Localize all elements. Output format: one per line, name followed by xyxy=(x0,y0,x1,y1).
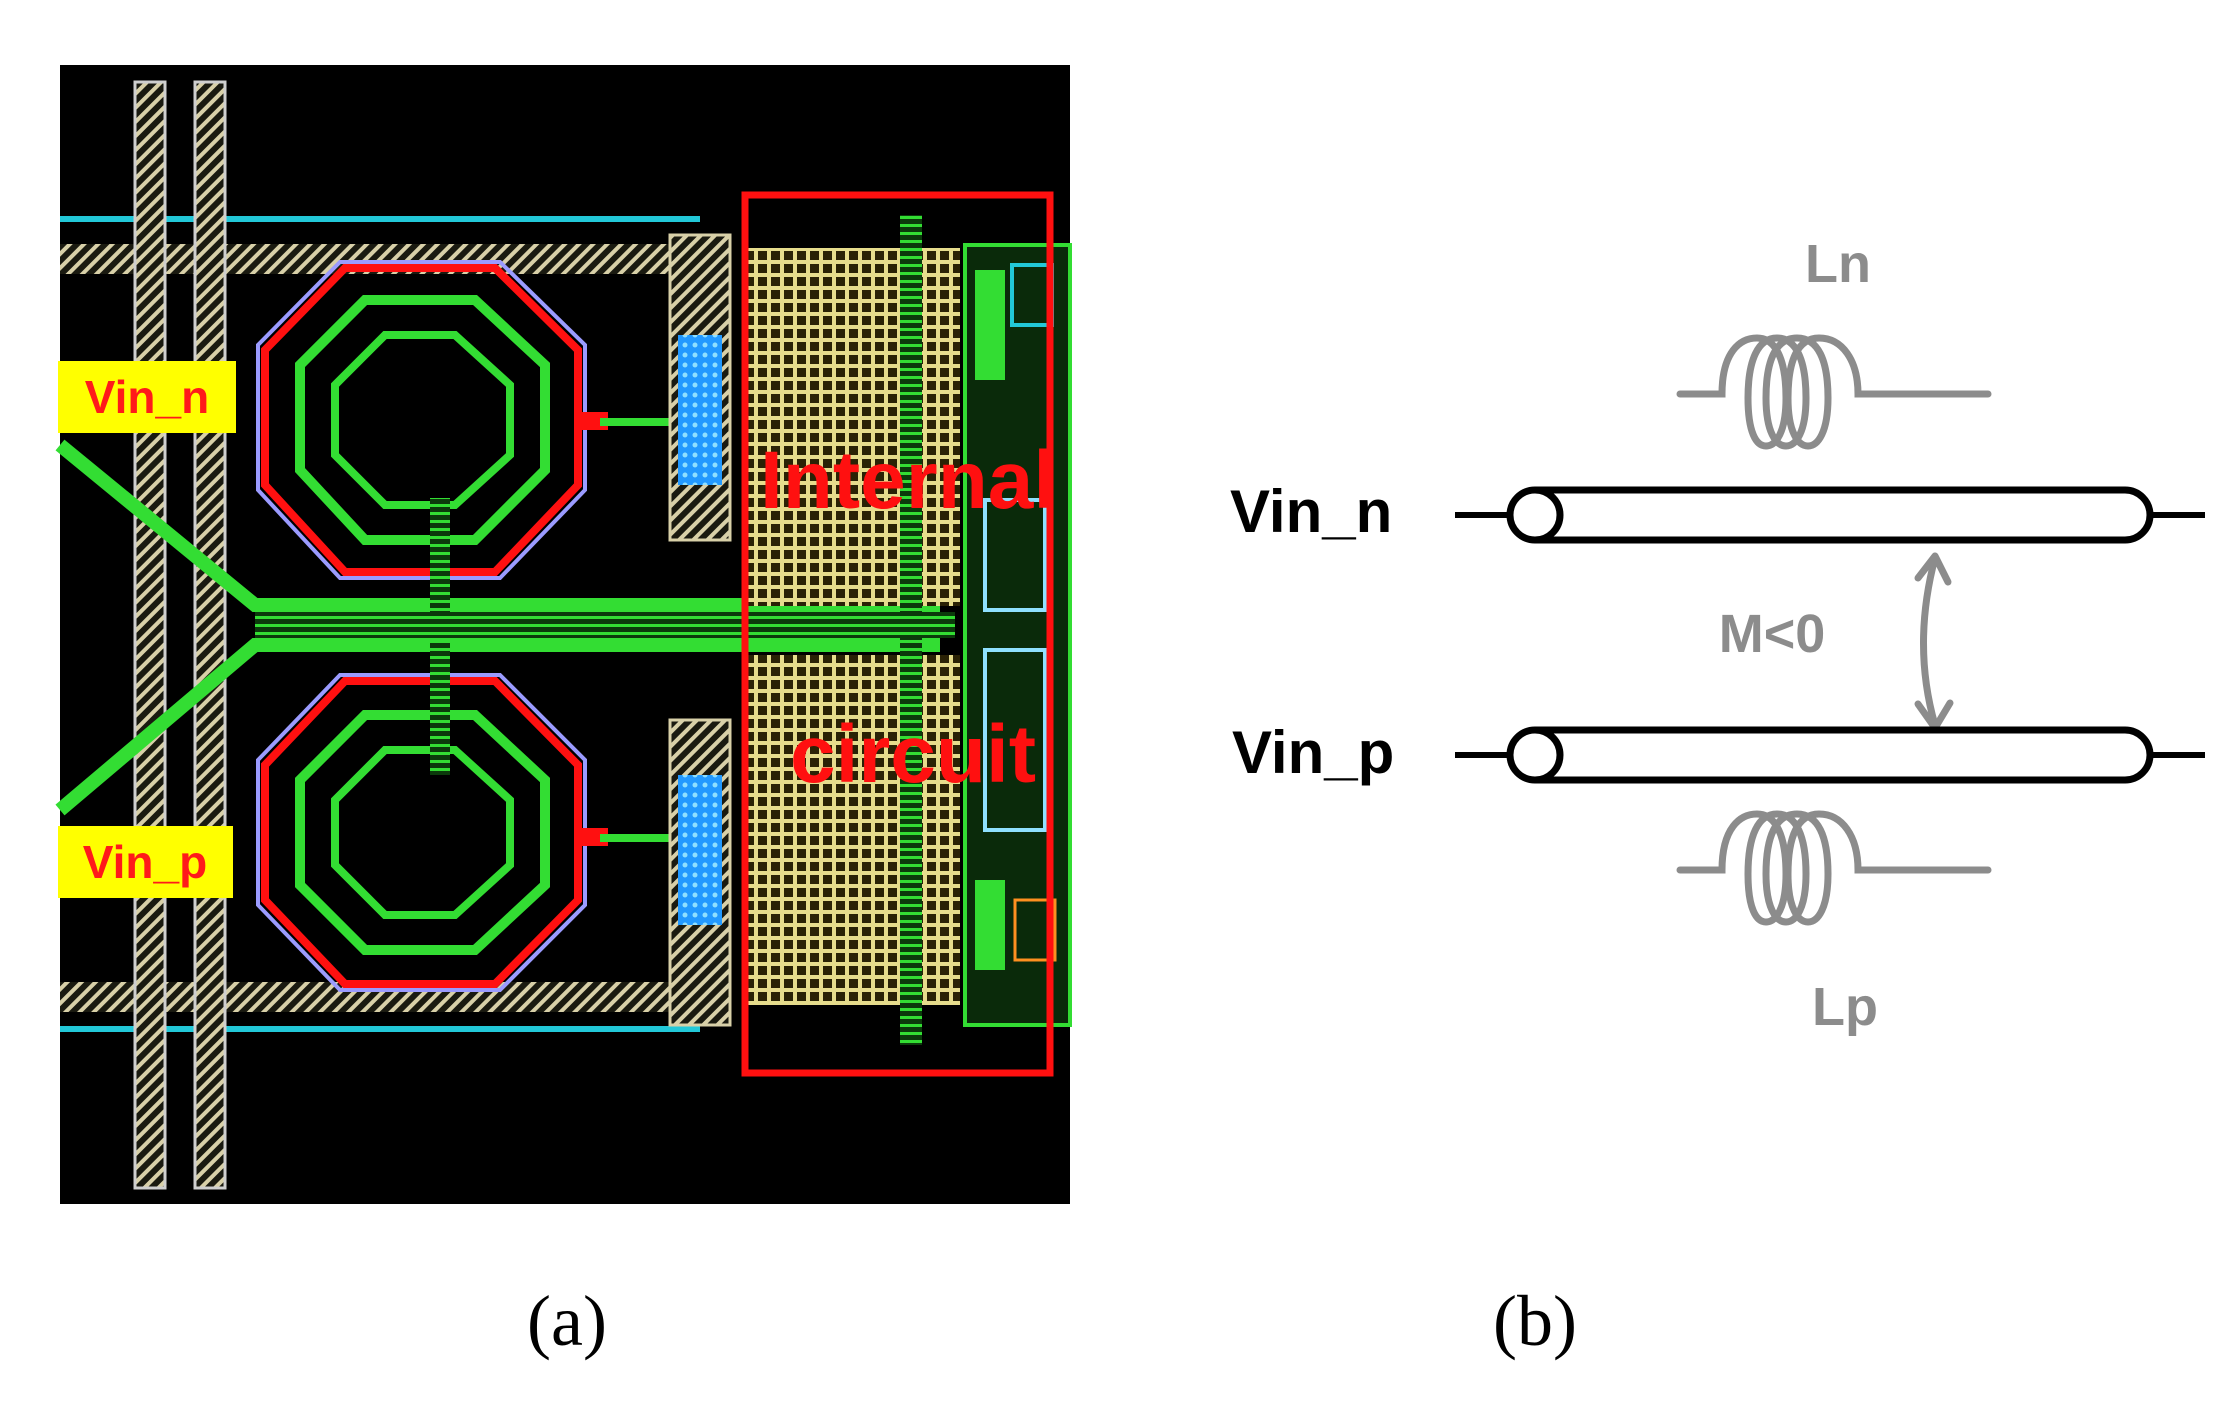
pad-vin-p xyxy=(58,826,233,898)
inductor-lp-label: Lp xyxy=(1812,977,1878,1037)
inductor-ln-label: Ln xyxy=(1805,234,1871,294)
top-bus-cyan xyxy=(60,216,700,222)
pad-vin-n xyxy=(58,361,236,433)
transmission-line-bottom xyxy=(1455,726,2205,784)
transmission-line-top xyxy=(1455,486,2205,544)
vertical-rail-2 xyxy=(193,80,227,1190)
feed-line-top xyxy=(55,439,940,612)
caption-a: (a) xyxy=(527,1281,607,1361)
inductor-top-layout xyxy=(256,260,608,638)
feed-line-bottom xyxy=(55,638,940,816)
mesh-bottom xyxy=(745,655,960,1005)
internal-circuit-boundary xyxy=(741,191,1054,1077)
pad-vin-p-label: Vin_p xyxy=(83,836,207,888)
mutual-inductance-label: M<0 xyxy=(1719,604,1826,664)
caption-b: (b) xyxy=(1493,1281,1577,1361)
bond-finger-top xyxy=(678,335,722,485)
mesh-top xyxy=(745,248,960,606)
bottom-bus-cyan xyxy=(60,1026,700,1032)
block-label-internal: Internal xyxy=(760,435,1056,526)
layout-panel: Vin_n Vin_p Internal circuit xyxy=(55,65,1072,1204)
inductor-lp-symbol xyxy=(1676,810,1992,926)
pad-vin-n-label: Vin_n xyxy=(85,371,209,423)
vertical-rail-1 xyxy=(133,80,167,1190)
inductor-ln-symbol xyxy=(1676,334,1992,450)
model-panel: Ln Vin_n M<0 Vin_p Lp xyxy=(1230,234,2205,1037)
mutual-arrow xyxy=(1914,552,1954,732)
center-feed-bus xyxy=(255,612,955,638)
block-label-circuit: circuit xyxy=(790,709,1036,800)
bond-finger-bottom xyxy=(678,775,722,925)
mesh-stripe xyxy=(900,215,922,1045)
port-vin-p-label: Vin_p xyxy=(1232,719,1394,786)
port-vin-n-label: Vin_n xyxy=(1230,478,1392,545)
